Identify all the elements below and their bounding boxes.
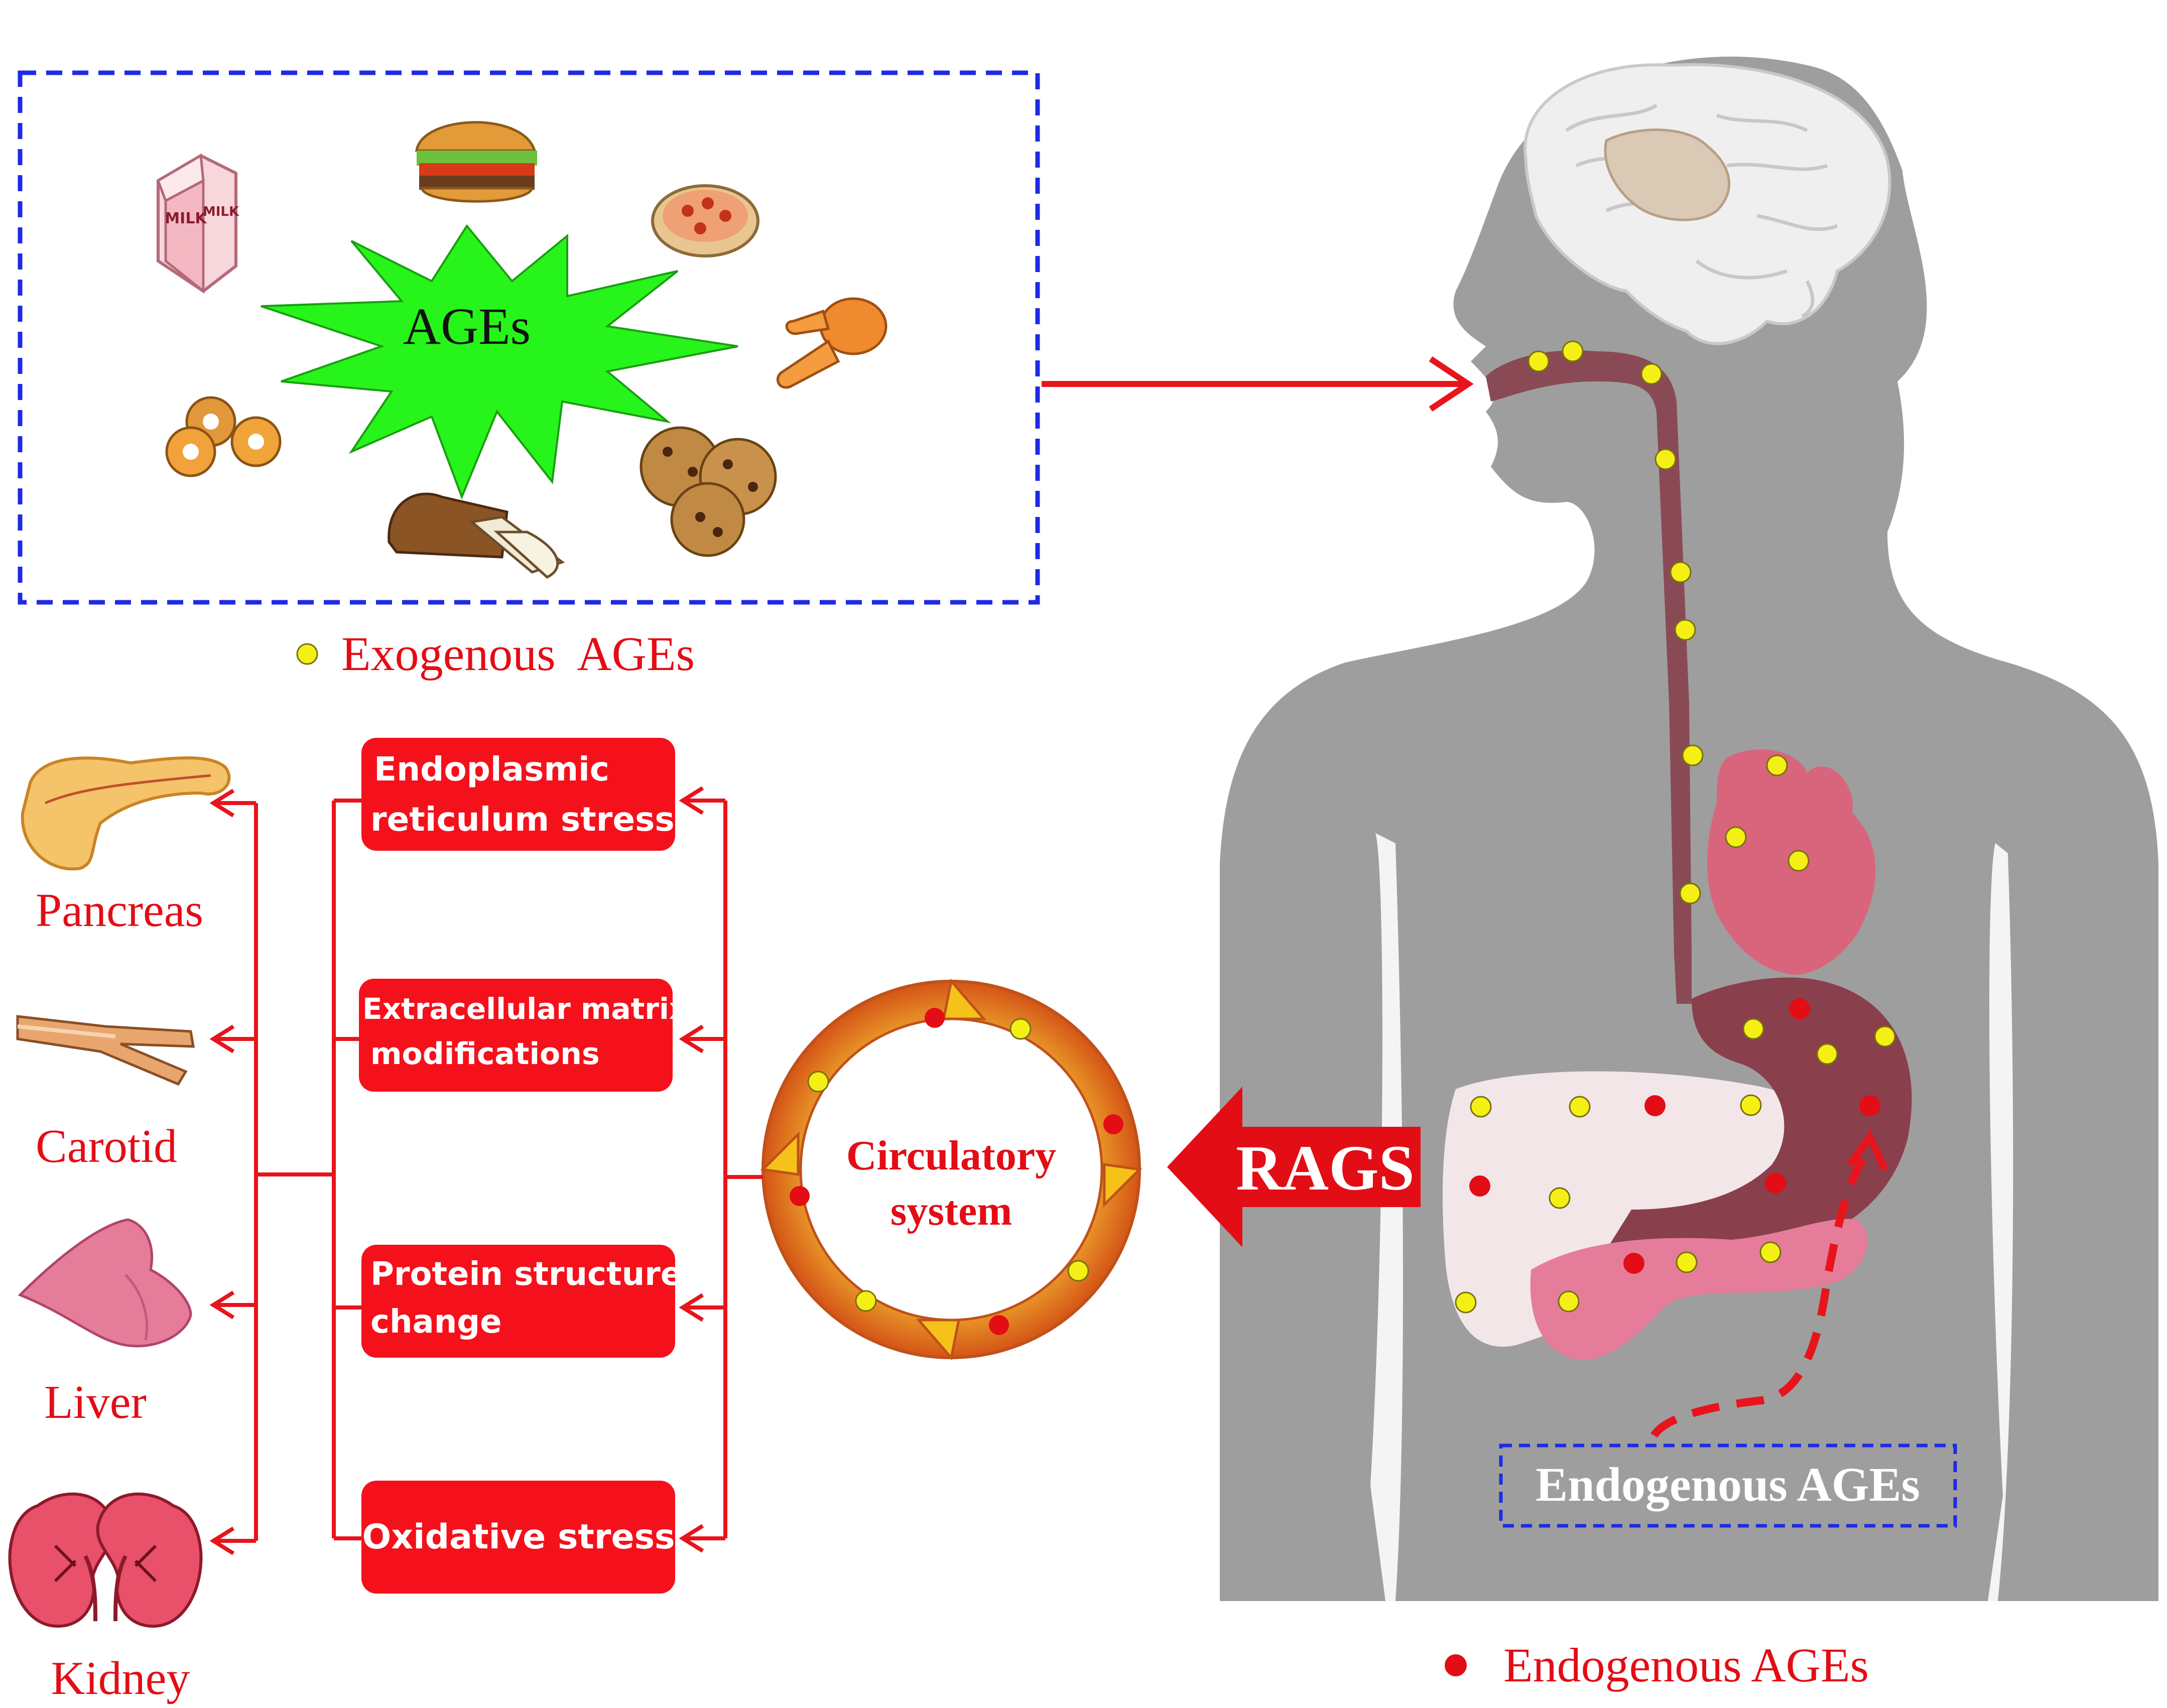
ages-star-label: AGEs bbox=[403, 298, 531, 355]
cookies-icon bbox=[640, 426, 777, 557]
target-organ-liver: Liver bbox=[44, 1376, 147, 1428]
human-body bbox=[1220, 56, 2158, 1601]
esophagus bbox=[1486, 350, 1692, 1004]
endogenous-dots bbox=[1469, 998, 1880, 1274]
yellow-dot bbox=[1674, 619, 1696, 641]
yellow-dot bbox=[1682, 744, 1704, 766]
rags-arrow bbox=[1167, 1087, 1421, 1247]
yellow-dot bbox=[1725, 826, 1747, 848]
svg-text:MILK: MILK bbox=[203, 204, 239, 219]
rags-label: RAGS bbox=[1236, 1132, 1415, 1204]
exogenous-legend-dot bbox=[296, 643, 318, 665]
circulatory-ring bbox=[760, 978, 1142, 1361]
svg-text:Extracellular matrix: Extracellular matrix bbox=[362, 992, 688, 1026]
mechanism-endoplasmic: Endoplasmic reticulum stress bbox=[361, 738, 675, 851]
svg-text:Protein structure: Protein structure bbox=[370, 1256, 682, 1293]
organ-connectors bbox=[209, 789, 361, 1555]
circulation-label-line1: Circulatory bbox=[846, 1132, 1056, 1179]
red-dot bbox=[1789, 998, 1810, 1019]
yellow-dot bbox=[1676, 1251, 1698, 1273]
red-dot bbox=[1765, 1172, 1786, 1194]
svg-text:reticulum stress: reticulum stress bbox=[370, 800, 675, 839]
target-organ-kidney: Kidney bbox=[51, 1652, 190, 1704]
circulation-label-line2: system bbox=[890, 1188, 1012, 1234]
yellow-dot bbox=[1766, 754, 1788, 776]
right-arm-gap bbox=[1988, 843, 2013, 1601]
ring-connectors bbox=[679, 786, 763, 1553]
endogenous-legend-dot bbox=[1445, 1654, 1467, 1676]
pancreas-icon bbox=[21, 756, 231, 871]
yellow-dot bbox=[1874, 1025, 1896, 1047]
yellow-dot bbox=[1527, 350, 1550, 372]
donuts-icon bbox=[165, 396, 282, 477]
red-dot bbox=[1623, 1253, 1644, 1274]
svg-text:change: change bbox=[370, 1303, 501, 1341]
hamburger-icon bbox=[415, 121, 537, 203]
yellow-dot bbox=[1549, 1187, 1571, 1209]
exogenous-dots bbox=[1455, 340, 1896, 1313]
endogenous-box-label: Endogenous AGEs bbox=[1536, 1458, 1920, 1511]
yellow-dot bbox=[1558, 1290, 1580, 1312]
yellow-dot bbox=[1670, 561, 1692, 583]
endogenous-legend-label: Endogenous AGEs bbox=[1503, 1638, 1869, 1692]
yellow-dot bbox=[1759, 1241, 1781, 1263]
svg-text:modifications: modifications bbox=[370, 1036, 600, 1072]
pizza-icon bbox=[651, 184, 759, 257]
pancreas-body bbox=[1530, 1219, 1867, 1360]
svg-text:Oxidative stress: Oxidative stress bbox=[362, 1517, 675, 1557]
mechanism-oxidative: Oxidative stress bbox=[361, 1481, 675, 1594]
yellow-dot bbox=[1679, 882, 1701, 904]
ring-dots bbox=[790, 1008, 1123, 1335]
mechanism-extracellular: Extracellular matrix modifications bbox=[359, 979, 688, 1092]
target-organ-carotid: Carotid bbox=[36, 1120, 177, 1172]
red-dot bbox=[1469, 1175, 1490, 1197]
yellow-dot bbox=[1788, 850, 1810, 872]
bread-icon bbox=[388, 492, 565, 579]
svg-text:MILK: MILK bbox=[165, 210, 207, 227]
ages-star bbox=[261, 224, 738, 500]
chicken-leg-icon bbox=[776, 297, 887, 389]
yellow-dot bbox=[1742, 1018, 1764, 1040]
yellow-dot bbox=[1640, 363, 1663, 385]
target-organ-pancreas: Pancreas bbox=[36, 884, 203, 937]
yellow-dot bbox=[1740, 1094, 1762, 1116]
red-dot bbox=[1644, 1095, 1666, 1116]
mechanism-protein: Protein structure change bbox=[361, 1245, 682, 1358]
yellow-dot bbox=[1470, 1096, 1492, 1118]
liver-icon bbox=[18, 1218, 192, 1348]
kidney-icon bbox=[8, 1492, 203, 1628]
yellow-dot bbox=[1654, 448, 1677, 470]
yellow-dot bbox=[1569, 1096, 1591, 1118]
exogenous-legend-label: Exogenous AGEs bbox=[341, 627, 695, 681]
stomach bbox=[1606, 977, 1912, 1255]
yellow-dot bbox=[1816, 1043, 1838, 1065]
svg-text:Endoplasmic: Endoplasmic bbox=[374, 750, 609, 789]
endogenous-box bbox=[1499, 1443, 1957, 1528]
milk-carton-icon: MILK MILK bbox=[156, 153, 239, 294]
endogenous-dashed-arrow bbox=[1650, 1147, 1871, 1438]
carotid-icon bbox=[16, 1015, 195, 1086]
yellow-dot bbox=[1562, 340, 1584, 362]
left-arm-gap bbox=[1370, 833, 1403, 1601]
red-dot bbox=[1859, 1095, 1880, 1116]
yellow-dot bbox=[1455, 1291, 1477, 1313]
